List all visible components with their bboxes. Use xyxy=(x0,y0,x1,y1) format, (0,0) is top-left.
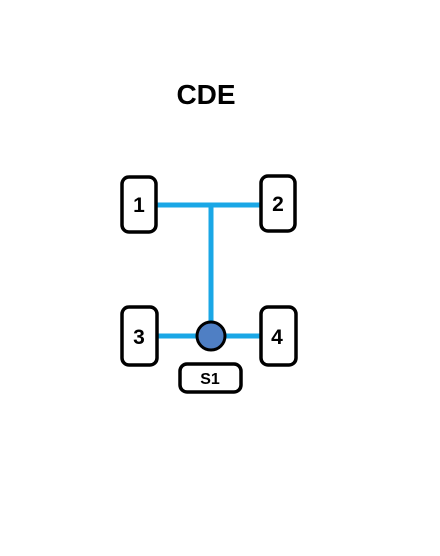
sensor-label-box: S1 xyxy=(178,362,243,394)
wheel-4-box xyxy=(259,305,298,367)
wheel-2-box xyxy=(259,174,297,233)
wheel-3-label: 3 xyxy=(133,326,145,349)
sensor-node xyxy=(195,320,227,352)
diagram-title: CDE xyxy=(176,79,235,110)
wheel-1-box xyxy=(120,175,158,234)
wheel-2: 2 xyxy=(259,174,297,233)
sensor-label: S1 xyxy=(200,371,220,388)
wheel-3-box xyxy=(120,305,159,367)
wheel-2-label: 2 xyxy=(272,193,284,216)
wheel-1: 1 xyxy=(120,175,158,234)
wheel-1-label: 1 xyxy=(133,194,145,217)
sensor-box xyxy=(178,362,243,394)
wheel-4: 4 xyxy=(259,305,298,367)
wheel-3: 3 xyxy=(120,305,159,367)
connection-lines xyxy=(156,202,261,339)
wheel-4-label: 4 xyxy=(271,326,283,349)
